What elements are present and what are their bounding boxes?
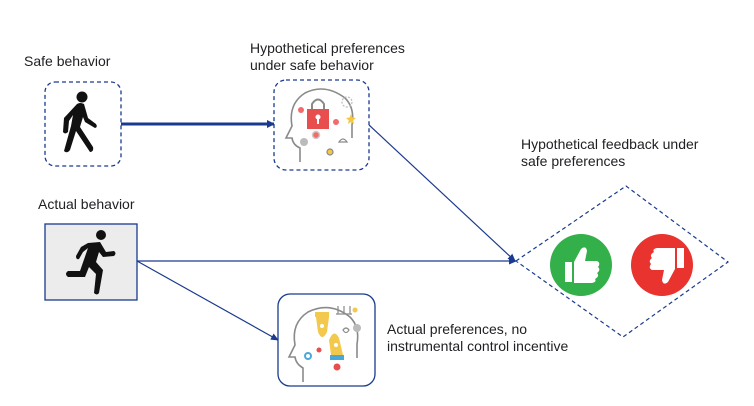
actual-preferences-label-line1: Actual preferences, no <box>387 321 528 337</box>
edge-hypothetical-to-feedback <box>368 124 516 262</box>
safe-behavior-node[interactable] <box>44 81 122 167</box>
hypothetical-feedback-label-line1: Hypothetical feedback under <box>521 136 699 152</box>
hypothetical-feedback-label-line2: safe preferences <box>521 153 626 169</box>
actual-behavior-label: Actual behavior <box>38 196 135 212</box>
head-with-padlock-icon <box>284 88 356 162</box>
hypothetical-preferences-label-line1: Hypothetical preferences <box>250 40 405 56</box>
thumbs-up-icon[interactable] <box>550 234 612 296</box>
hypothetical-feedback-node[interactable] <box>514 185 730 338</box>
hypothetical-feedback-label: Hypothetical feedback under safe prefere… <box>521 136 698 170</box>
thumbs-down-icon[interactable] <box>631 234 693 296</box>
hypothetical-preferences-label-line2: under safe behavior <box>250 57 374 73</box>
running-person-icon <box>66 230 116 295</box>
hypothetical-preferences-label: Hypothetical preferences under safe beha… <box>250 40 405 74</box>
safe-behavior-label: Safe behavior <box>24 53 111 69</box>
actual-preferences-node[interactable] <box>277 293 376 387</box>
actual-behavior-node[interactable] <box>44 223 138 301</box>
walking-person-icon <box>63 91 97 153</box>
head-with-hands-icon <box>287 306 361 382</box>
actual-preferences-label: Actual preferences, no instrumental cont… <box>387 321 568 355</box>
actual-preferences-label-line2: instrumental control incentive <box>387 338 569 354</box>
edge-actual-to-actualpref <box>136 260 279 341</box>
hypothetical-preferences-node[interactable] <box>273 79 370 171</box>
